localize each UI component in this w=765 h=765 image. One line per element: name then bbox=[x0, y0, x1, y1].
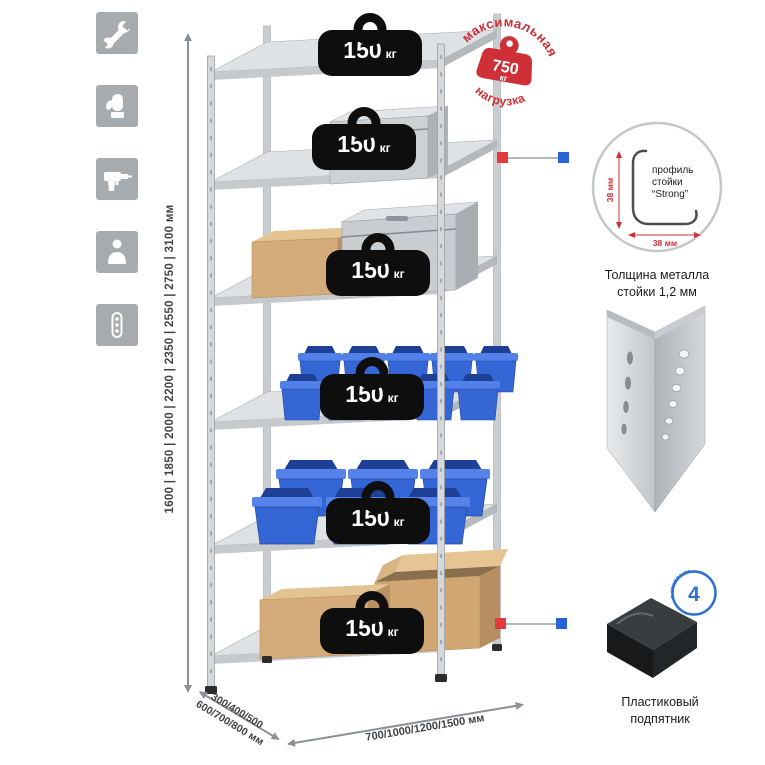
shelf-load-badge: 150 кг bbox=[320, 608, 424, 654]
height-dimension-line bbox=[184, 33, 191, 693]
wrench-icon bbox=[96, 12, 138, 54]
drill-icon bbox=[96, 158, 138, 200]
profile-callout: 38 мм 38 мм профиль стойки “Strong” Толщ… bbox=[588, 118, 726, 301]
connector-red-marker-top bbox=[497, 152, 508, 163]
profile-caption-line2: стойки 1,2 мм bbox=[617, 284, 697, 299]
connector-blue-marker-top bbox=[558, 152, 569, 163]
profile-caption: Толщина металла стойки 1,2 мм bbox=[588, 267, 726, 301]
gloves-icon-glyph bbox=[106, 94, 124, 118]
plastic-foot-figure bbox=[607, 598, 697, 678]
connector-red-marker-bottom bbox=[495, 618, 506, 629]
height-dimension-label: 1600 | 1850 | 2000 | 2200 | 2350 | 2550 … bbox=[164, 204, 176, 514]
metal-post-figure bbox=[606, 306, 706, 513]
shelf-load-unit: кг bbox=[393, 267, 405, 281]
cardboard-boxes-bottom bbox=[259, 549, 508, 660]
shelf-load-badge: 150 кг bbox=[326, 250, 430, 296]
svg-text:нагрузка: нагрузка bbox=[471, 82, 529, 112]
stamp-value: 750 bbox=[491, 57, 520, 78]
post-holes bbox=[621, 349, 690, 441]
profile-caption-line1: Толщина металла bbox=[604, 268, 710, 282]
shelf-load-badge: 150 кг bbox=[320, 374, 424, 420]
max-load-stamp: максимальная нагрузка 750 кг bbox=[457, 6, 565, 112]
fasteners-icon-glyph bbox=[111, 312, 123, 338]
shelf-load-unit: кг bbox=[379, 141, 391, 155]
shelf-load-value: 150 bbox=[351, 505, 390, 531]
stamp-unit: кг bbox=[499, 72, 509, 83]
person-icon-glyph bbox=[108, 239, 126, 264]
profile-section-drawing bbox=[631, 149, 698, 226]
profile-label-line1: профиль bbox=[652, 164, 693, 176]
stamp-weight-icon: 750 кг bbox=[476, 36, 532, 86]
shelf-load-value: 150 bbox=[345, 381, 384, 407]
shelf-load-badge: 150 кг bbox=[318, 30, 422, 76]
connector-blue-marker-bottom bbox=[556, 618, 567, 629]
shelf-load-unit: кг bbox=[385, 47, 397, 61]
drill-icon-glyph bbox=[104, 172, 132, 191]
shelf-load-unit: кг bbox=[387, 391, 399, 405]
person-icon bbox=[96, 231, 138, 273]
work-gloves-icon bbox=[96, 85, 138, 127]
shelf-load-value: 150 bbox=[337, 131, 376, 157]
callout-connector-top bbox=[508, 157, 562, 159]
wrench-icon-glyph bbox=[98, 20, 132, 50]
profile-diagram: 38 мм 38 мм профиль стойки “Strong” bbox=[591, 121, 723, 253]
front-posts bbox=[205, 43, 502, 694]
shelf-load-unit: кг bbox=[393, 515, 405, 529]
profile-horizontal-dim: 38 мм bbox=[653, 238, 677, 248]
callout-connector-bottom bbox=[506, 623, 560, 625]
width-dimension-label: 700/1000/1200/1500 мм bbox=[364, 712, 486, 744]
stamp-arc-bottom: нагрузка bbox=[471, 82, 529, 112]
profile-label-line2: стойки bbox=[652, 177, 683, 188]
shelf-load-value: 150 bbox=[351, 257, 390, 283]
profile-vertical-dim: 38 мм bbox=[605, 178, 615, 202]
foot-caption-line1: Пластиковый bbox=[621, 695, 699, 709]
shelf-load-value: 150 bbox=[343, 37, 382, 63]
included-count-badge: 4 в комплекте bbox=[669, 569, 717, 616]
foot-caption-line2: подпятник bbox=[630, 711, 690, 726]
shelf-load-unit: кг bbox=[387, 625, 399, 639]
shelf-load-badge: 150 кг bbox=[326, 498, 430, 544]
shelf-load-badge: 150 кг bbox=[312, 124, 416, 170]
shelf-load-value: 150 bbox=[345, 615, 384, 641]
profile-label-line3: “Strong” bbox=[652, 189, 688, 200]
badge-count: 4 bbox=[688, 583, 700, 606]
foot-caption: Пластиковый подпятник bbox=[587, 694, 733, 728]
fasteners-icon bbox=[96, 304, 138, 346]
